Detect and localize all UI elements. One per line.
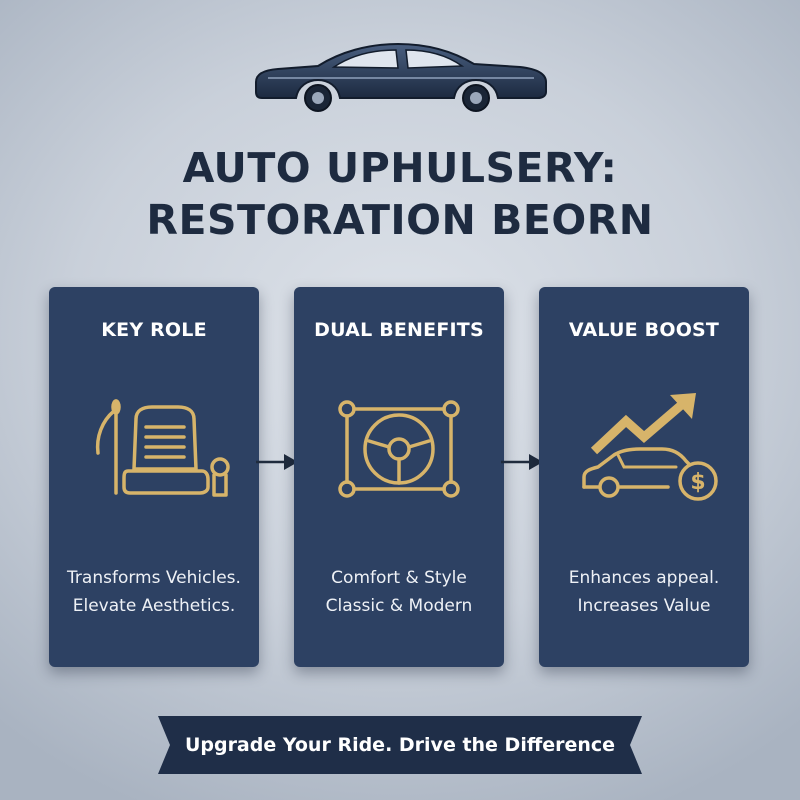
card-heading: DUAL BENEFITS: [314, 319, 484, 341]
page-title-line-1: AUTO UPHULSERY:: [182, 144, 618, 192]
car-silhouette-icon: [255, 42, 547, 112]
right-arrow-icon: [256, 454, 298, 470]
card-description: Comfort & Style Classic & Modern: [325, 568, 473, 616]
footer-banner: Upgrade Your Ride. Drive the Difference: [158, 716, 642, 774]
card-description: Enhances appeal. Increases Value: [568, 568, 720, 616]
car-value-growth-icon: $: [582, 393, 718, 501]
right-arrow-icon: [501, 454, 543, 470]
card-value-boost: VALUE BOOST $ Enhances appeal. Increases…: [539, 287, 749, 667]
banner-slogan: Upgrade Your Ride. Drive the Difference: [184, 734, 616, 756]
svg-text:$: $: [690, 470, 705, 495]
card-heading: KEY ROLE: [101, 319, 207, 341]
page-title-line-2: RESTORATION BEORN: [146, 196, 654, 244]
seat-needle-icon: [95, 399, 230, 497]
card-key-role: KEY ROLE Transforms Vehicles. Elevate Ae…: [49, 287, 259, 667]
card-description: Transforms Vehicles. Elevate Aesthetics.: [67, 568, 241, 616]
steering-wheel-icon: [338, 400, 460, 498]
card-dual-benefits: DUAL BENEFITS Comfort & Style Classic & …: [294, 287, 504, 667]
card-heading: VALUE BOOST: [568, 319, 720, 341]
ribbon-shape: [158, 716, 642, 774]
